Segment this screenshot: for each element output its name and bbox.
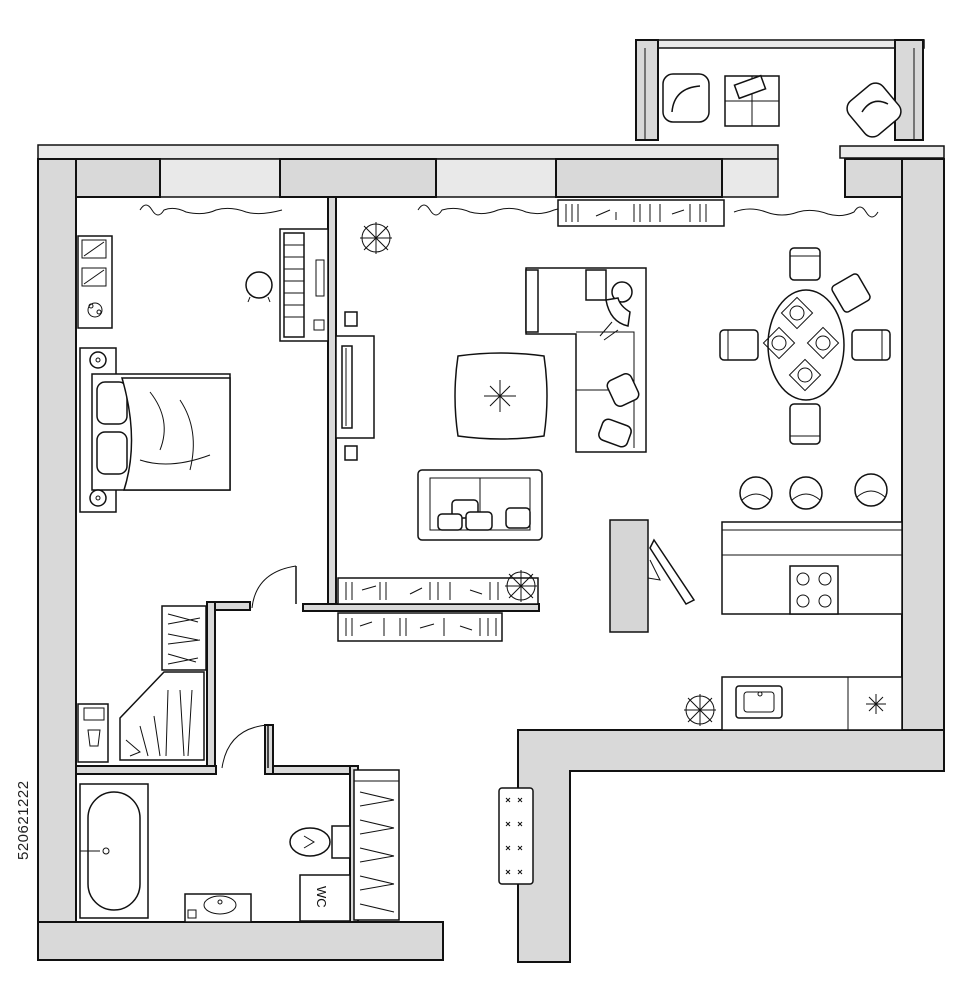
- plant-icon: [505, 570, 537, 602]
- piano-icon: [279, 228, 329, 342]
- partition: [609, 519, 696, 633]
- balcony-armchair-right: [846, 82, 902, 138]
- fridge-icon: [866, 694, 886, 714]
- bed: [79, 347, 231, 513]
- washing-machine: WC: [299, 874, 351, 922]
- chair-icon: [831, 273, 871, 313]
- tv-icon: [341, 345, 353, 429]
- loveseat: [417, 469, 543, 541]
- kitchen-counter: [721, 676, 903, 731]
- person-icon: [585, 269, 633, 341]
- stool: [245, 271, 273, 303]
- wc-label: WC: [314, 886, 329, 908]
- toilet-icon: [289, 825, 351, 859]
- laptop-icon: [647, 538, 696, 605]
- bathtub-icon: [79, 783, 149, 919]
- bedroom: [77, 204, 329, 609]
- dining-area: [719, 206, 891, 445]
- bookshelf-top: [557, 199, 725, 227]
- living-room: [335, 199, 725, 642]
- entrance-mat: [498, 787, 534, 885]
- chair-icon: [789, 403, 821, 445]
- kitchen: [609, 473, 903, 731]
- bedroom-door[interactable]: [251, 565, 297, 609]
- plate: [788, 358, 822, 392]
- hall-wardrobe: [353, 769, 400, 921]
- desk: [77, 235, 113, 329]
- coffee-table: [454, 352, 548, 440]
- bathroom-door[interactable]: [221, 724, 269, 769]
- plate: [780, 296, 814, 330]
- kitchen-island: [721, 521, 903, 615]
- bar-stool: [739, 476, 773, 510]
- tv-stand: [335, 311, 375, 461]
- sink-icon: [735, 685, 783, 719]
- walk-in-closet: [77, 605, 207, 763]
- stock-id: 520621222: [15, 780, 32, 860]
- plate: [762, 326, 796, 360]
- curtain-bedroom: [139, 204, 283, 216]
- bookshelf-hall: [337, 612, 503, 642]
- plate: [806, 326, 840, 360]
- dining-table: [762, 289, 845, 401]
- top-window-strip: [37, 144, 945, 198]
- plant-icon: [360, 222, 392, 254]
- sink-icon: [184, 893, 252, 923]
- cooktop-icon: [789, 565, 839, 615]
- bookshelf-bottom: [337, 577, 539, 605]
- balcony-side-table: [724, 74, 780, 127]
- balcony-armchair-left: [662, 73, 710, 123]
- chair-icon: [851, 329, 891, 361]
- balcony: [635, 39, 925, 141]
- curtain-living-left: [417, 204, 579, 216]
- chair-icon: [789, 247, 821, 281]
- curtain-dining: [733, 206, 879, 218]
- plant-icon: [684, 694, 716, 726]
- bathroom: WC: [79, 724, 400, 923]
- bar-stool: [789, 476, 823, 510]
- chair-icon: [719, 329, 759, 361]
- bar-stool: [854, 473, 888, 507]
- walls: [37, 158, 945, 963]
